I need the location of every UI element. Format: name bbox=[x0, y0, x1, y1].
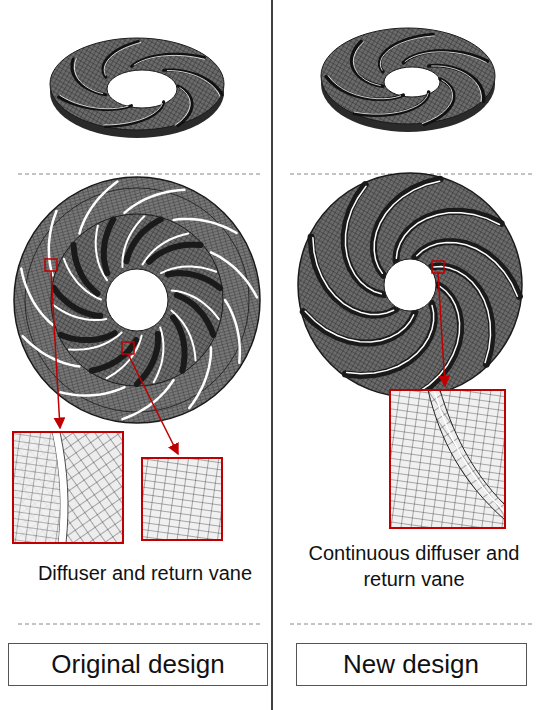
design-label: Original design bbox=[51, 649, 224, 680]
blade-stroke bbox=[344, 185, 384, 295]
blade-stroke bbox=[164, 70, 223, 95]
continuous-vane-mesh bbox=[298, 173, 522, 397]
blade-stroke bbox=[211, 252, 257, 297]
blade-stroke bbox=[104, 104, 163, 125]
blade-stroke bbox=[104, 43, 141, 76]
blade-stroke bbox=[134, 55, 204, 65]
blade-stroke bbox=[132, 54, 205, 66]
inset-detail bbox=[390, 390, 505, 528]
blade-stroke bbox=[60, 95, 128, 108]
impeller-mesh bbox=[321, 28, 495, 132]
blade-stroke bbox=[303, 312, 415, 343]
blade-stroke bbox=[23, 336, 80, 366]
blade-stroke bbox=[122, 380, 173, 419]
blade-stroke bbox=[60, 387, 124, 395]
blade-stroke bbox=[72, 59, 106, 95]
impeller-mesh bbox=[50, 38, 224, 138]
blade-stroke bbox=[354, 92, 429, 115]
design-label-box: Original design bbox=[8, 643, 268, 686]
blade-stroke bbox=[177, 295, 214, 335]
blade-stroke bbox=[174, 219, 237, 233]
blade-stroke bbox=[74, 245, 98, 294]
dashed-separator bbox=[18, 624, 262, 625]
blade-stroke bbox=[21, 269, 52, 325]
divider-line bbox=[271, 0, 273, 710]
blade-stroke bbox=[149, 245, 200, 262]
blade-stroke bbox=[175, 88, 190, 126]
zoom-leader bbox=[51, 271, 60, 428]
blade-stroke bbox=[353, 42, 380, 86]
caption-label: Continuous diffuser and return vane bbox=[300, 540, 528, 592]
caption-label: Diffuser and return vane bbox=[30, 560, 260, 586]
blade-stroke bbox=[429, 66, 484, 102]
zoom-marker bbox=[122, 342, 134, 354]
blade-stroke bbox=[49, 211, 57, 275]
zoom-leader bbox=[438, 273, 445, 386]
inset-detail bbox=[13, 432, 123, 543]
blade-stroke bbox=[189, 348, 211, 409]
design-label-box: New design bbox=[296, 643, 527, 686]
blade-stroke bbox=[432, 66, 482, 102]
blade-stroke bbox=[105, 102, 164, 127]
blade-stroke bbox=[74, 59, 102, 94]
zoom-marker bbox=[45, 259, 57, 271]
diffuser-mesh bbox=[14, 177, 260, 423]
blade-stroke bbox=[173, 317, 185, 370]
blade-stroke bbox=[403, 51, 487, 63]
blade-stroke bbox=[225, 300, 240, 363]
blade-stroke bbox=[405, 52, 486, 63]
blade-stroke bbox=[61, 333, 115, 340]
blade-stroke bbox=[125, 190, 185, 213]
design-label: New design bbox=[343, 649, 479, 680]
zoom-marker bbox=[432, 261, 444, 273]
blade-stroke bbox=[104, 219, 114, 273]
blade-stroke bbox=[422, 80, 452, 123]
blade-stroke bbox=[168, 273, 220, 288]
blade-stroke bbox=[167, 71, 219, 97]
dashed-separator bbox=[290, 624, 534, 625]
dashed-separator bbox=[18, 174, 262, 175]
zoom-leader bbox=[128, 354, 178, 454]
blade-stroke bbox=[79, 182, 117, 234]
inset-detail bbox=[142, 458, 222, 540]
